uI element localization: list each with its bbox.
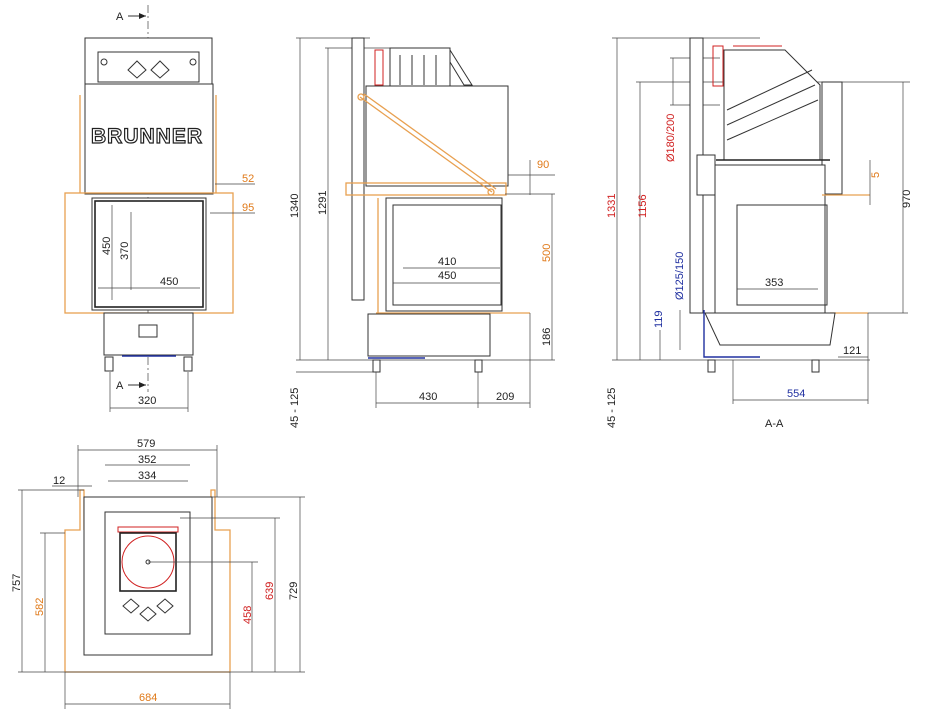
base (103, 312, 194, 356)
dim-label: 209 (496, 391, 514, 403)
flue-outlet (712, 45, 724, 87)
support-strut (359, 96, 493, 193)
drawing-line (363, 93, 497, 190)
dim-label: 353 (765, 277, 783, 289)
glass (94, 200, 204, 308)
section-title: A-A (765, 418, 784, 430)
dim-label: 450 (101, 237, 113, 255)
dim-label: 458 (242, 606, 254, 624)
brand-logo: BRUNNER (91, 125, 203, 148)
vent-icon (150, 60, 170, 79)
drawing-line (707, 359, 716, 373)
dim-label: 970 (901, 190, 913, 208)
vent-icon (139, 606, 157, 622)
drawing-line (210, 489, 231, 672)
dim-label: 1340 (289, 194, 301, 218)
dim-label: 45 - 125 (606, 388, 618, 428)
arrow-head-icon (139, 13, 146, 19)
drawing-line (726, 84, 816, 126)
bolt-icon (189, 58, 197, 66)
dim-label: 370 (119, 242, 131, 260)
drawing-line (357, 93, 365, 101)
bolt-icon (100, 58, 108, 66)
firebox-door (385, 197, 503, 312)
foot (104, 356, 114, 372)
foot (372, 359, 381, 373)
dim-label: 5 (870, 172, 882, 178)
foot (474, 359, 483, 373)
dim-label: 554 (787, 388, 805, 400)
drawing-line (726, 99, 819, 141)
front-view: A A BRUNNER 320 52 95 450 (64, 5, 255, 412)
section-marker-bottom: A (116, 380, 124, 392)
top-module (84, 37, 213, 85)
drawing-line (811, 359, 820, 373)
vent-icon (127, 60, 147, 79)
dim-label: 410 (438, 256, 456, 268)
flue-collar (117, 526, 179, 533)
dim-label: 90 (537, 159, 549, 171)
flue-pipe (449, 48, 473, 86)
dim-label: 1331 (606, 194, 618, 218)
base (367, 313, 491, 357)
dim-label: 757 (11, 574, 23, 592)
glass (392, 204, 502, 306)
firebox (714, 164, 826, 316)
foot (183, 356, 193, 372)
frame-shelf (345, 182, 507, 196)
vent-icon (156, 598, 174, 614)
dim-label: 450 (160, 276, 178, 288)
top-view: 579 352 334 12 757 582 458 639 7 (11, 438, 305, 709)
dim-label: 450 (438, 270, 456, 282)
dim-label: 186 (541, 328, 553, 346)
dim-label: 729 (288, 582, 300, 600)
door (91, 197, 207, 311)
rear-panel (351, 37, 365, 301)
flue-outlet (374, 49, 384, 86)
air-duct (703, 310, 760, 358)
frame-outline (64, 489, 85, 672)
dim-label: 500 (541, 244, 553, 262)
dim-label: 684 (139, 692, 157, 704)
convection-top (389, 47, 451, 87)
dim-label: 352 (138, 454, 156, 466)
dim-label: 639 (264, 582, 276, 600)
section-marker-top: A (116, 11, 124, 23)
side-view: 1340 1291 45 - 125 90 500 186 410 (289, 37, 555, 428)
control-box (696, 154, 716, 196)
drawing-line (726, 69, 813, 111)
ash-pan (704, 312, 836, 346)
upper-body (365, 85, 509, 187)
stove-body (84, 83, 214, 195)
arrow-head-icon (139, 382, 146, 388)
flue-collar (97, 51, 200, 83)
dim-label: 121 (843, 345, 861, 357)
dim-label: 334 (138, 470, 156, 482)
vent-icon (122, 598, 140, 614)
dim-label: 1291 (317, 191, 329, 215)
dim-label: 582 (34, 598, 46, 616)
dim-label: Ø180/200 (665, 114, 677, 162)
dim-label: Ø125/150 (674, 252, 686, 300)
dim-label: 12 (53, 475, 65, 487)
dim-label: 119 (653, 310, 665, 328)
dim-label: 430 (419, 391, 437, 403)
dim-label: 95 (242, 202, 254, 214)
dim-label: 579 (137, 438, 155, 450)
dim-label: 1156 (637, 194, 649, 218)
front-panel (821, 81, 843, 195)
dim-label: 45 - 125 (289, 388, 301, 428)
handle-icon (138, 324, 158, 338)
dim-label: 52 (242, 173, 254, 185)
section-view: 1331 1156 Ø180/200 Ø125/150 119 45 - 125… (606, 37, 913, 430)
dim-label: 320 (138, 395, 156, 407)
glass (736, 204, 828, 306)
